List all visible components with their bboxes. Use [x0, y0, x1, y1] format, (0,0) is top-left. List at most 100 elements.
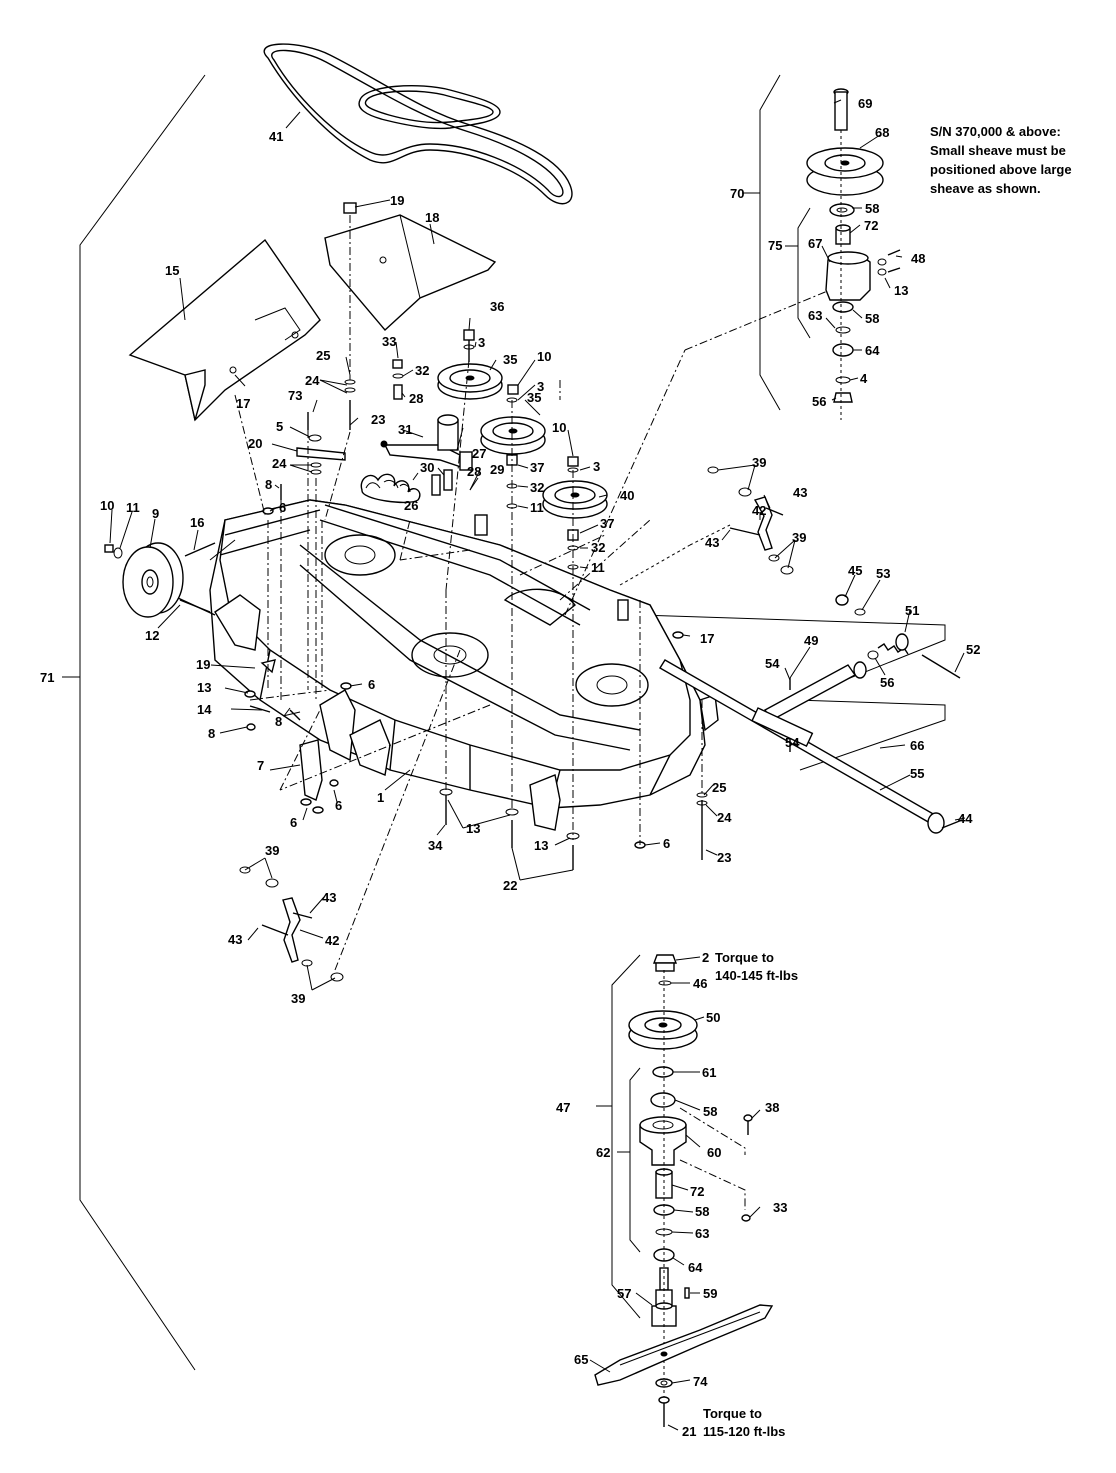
callout-50: 50	[706, 1010, 720, 1025]
callout-73: 73	[288, 388, 302, 403]
callout-13: 13	[466, 821, 480, 836]
assembly-center-lines	[234, 215, 831, 971]
callout-53: 53	[876, 566, 890, 581]
belt-part	[263, 43, 573, 205]
callout-60: 60	[707, 1145, 721, 1160]
callout-6: 6	[663, 836, 670, 851]
callout-39: 39	[752, 455, 766, 470]
callout-36: 36	[490, 299, 504, 314]
callout-33: 33	[773, 1200, 787, 1215]
callout-43: 43	[322, 890, 336, 905]
callout-28: 28	[467, 464, 481, 479]
callout-63: 63	[695, 1226, 709, 1241]
callout-52: 52	[966, 642, 980, 657]
callout-46: 46	[693, 976, 707, 991]
callout-59: 59	[703, 1286, 717, 1301]
callout-7: 7	[257, 758, 264, 773]
callout-65: 65	[574, 1352, 588, 1367]
spring-51-part	[835, 594, 961, 679]
sn-note-line-2: Small sheave must be	[930, 143, 1066, 158]
callout-17: 17	[236, 396, 250, 411]
callout-24: 24	[717, 810, 732, 825]
callout-35: 35	[527, 390, 541, 405]
callout-4: 4	[860, 371, 868, 386]
sn-note-line-4: sheave as shown.	[930, 181, 1041, 196]
callout-24: 24	[305, 373, 320, 388]
callout-56: 56	[880, 675, 894, 690]
callout-25: 25	[316, 348, 330, 363]
serial-number-note: S/N 370,000 & above: Small sheave must b…	[930, 124, 1072, 196]
callout-13: 13	[534, 838, 548, 853]
callout-12: 12	[145, 628, 159, 643]
callout-37: 37	[530, 460, 544, 475]
callout-68: 68	[875, 125, 889, 140]
callout-10: 10	[100, 498, 114, 513]
callout-30: 30	[420, 460, 434, 475]
callout-8: 8	[275, 714, 282, 729]
callout-8: 8	[265, 477, 272, 492]
callout-26: 26	[404, 498, 418, 513]
callout-27: 27	[472, 446, 486, 461]
callout-17: 17	[700, 631, 714, 646]
anti-scalp-bracket-upper-right	[707, 466, 794, 575]
callout-37: 37	[600, 516, 614, 531]
callout-33: 33	[382, 334, 396, 349]
callout-70: 70	[730, 186, 744, 201]
callout-55: 55	[910, 766, 924, 781]
callout-20: 20	[248, 436, 262, 451]
callout-24: 24	[272, 456, 287, 471]
callout-10: 10	[552, 420, 566, 435]
callout-66: 66	[910, 738, 924, 753]
callout-39: 39	[265, 843, 279, 858]
callout-45: 45	[848, 563, 862, 578]
torque-nut-line-2: 140-145 ft-lbs	[715, 968, 798, 983]
callout-11: 11	[591, 560, 605, 575]
callout-44: 44	[958, 811, 973, 826]
loose-hardware	[179, 379, 791, 870]
clip-part	[343, 202, 357, 214]
callout-3: 3	[537, 379, 544, 394]
callout-16: 16	[190, 515, 204, 530]
idler-pivot-assembly	[806, 88, 901, 420]
callout-47: 47	[556, 1100, 570, 1115]
callout-32: 32	[415, 363, 429, 378]
callout-labels: 1 2 3 3 3 4 5 6 6 6 6 6 7 8 8 8 9 10 10 …	[40, 96, 980, 1439]
callout-74: 74	[693, 1374, 708, 1389]
callout-13: 13	[894, 283, 908, 298]
torque-note-nut: Torque to 140-145 ft-lbs	[715, 950, 798, 983]
callout-40: 40	[620, 488, 634, 503]
callout-41: 41	[269, 129, 283, 144]
callout-64: 64	[865, 343, 880, 358]
assembly-bracket-70	[742, 74, 781, 411]
callout-58: 58	[703, 1104, 717, 1119]
callout-5: 5	[276, 419, 283, 434]
callout-19: 19	[196, 657, 210, 672]
callout-43: 43	[705, 535, 719, 550]
callout-3: 3	[593, 459, 600, 474]
callout-49: 49	[804, 633, 818, 648]
callout-3: 3	[478, 335, 485, 350]
sn-note-line-3: positioned above large	[930, 162, 1072, 177]
callout-39: 39	[792, 530, 806, 545]
callout-23: 23	[717, 850, 731, 865]
callout-34: 34	[428, 838, 443, 853]
callout-23: 23	[371, 412, 385, 427]
callout-28: 28	[409, 391, 423, 406]
blade-part	[594, 1304, 774, 1427]
callout-19: 19	[390, 193, 404, 208]
callout-72: 72	[864, 218, 878, 233]
callout-13: 13	[197, 680, 211, 695]
callout-62: 62	[596, 1145, 610, 1160]
torque-bolt-line-2: 115-120 ft-lbs	[703, 1424, 785, 1439]
callout-42: 42	[752, 503, 766, 518]
callout-72: 72	[690, 1184, 704, 1199]
callout-67: 67	[808, 236, 822, 251]
callout-11: 11	[530, 500, 544, 515]
callout-51: 51	[905, 603, 919, 618]
gauge-wheel-part	[104, 542, 216, 618]
callout-42: 42	[325, 933, 339, 948]
callout-58: 58	[865, 201, 879, 216]
callout-21: 21	[682, 1424, 696, 1439]
spindle-assembly	[628, 954, 753, 1415]
